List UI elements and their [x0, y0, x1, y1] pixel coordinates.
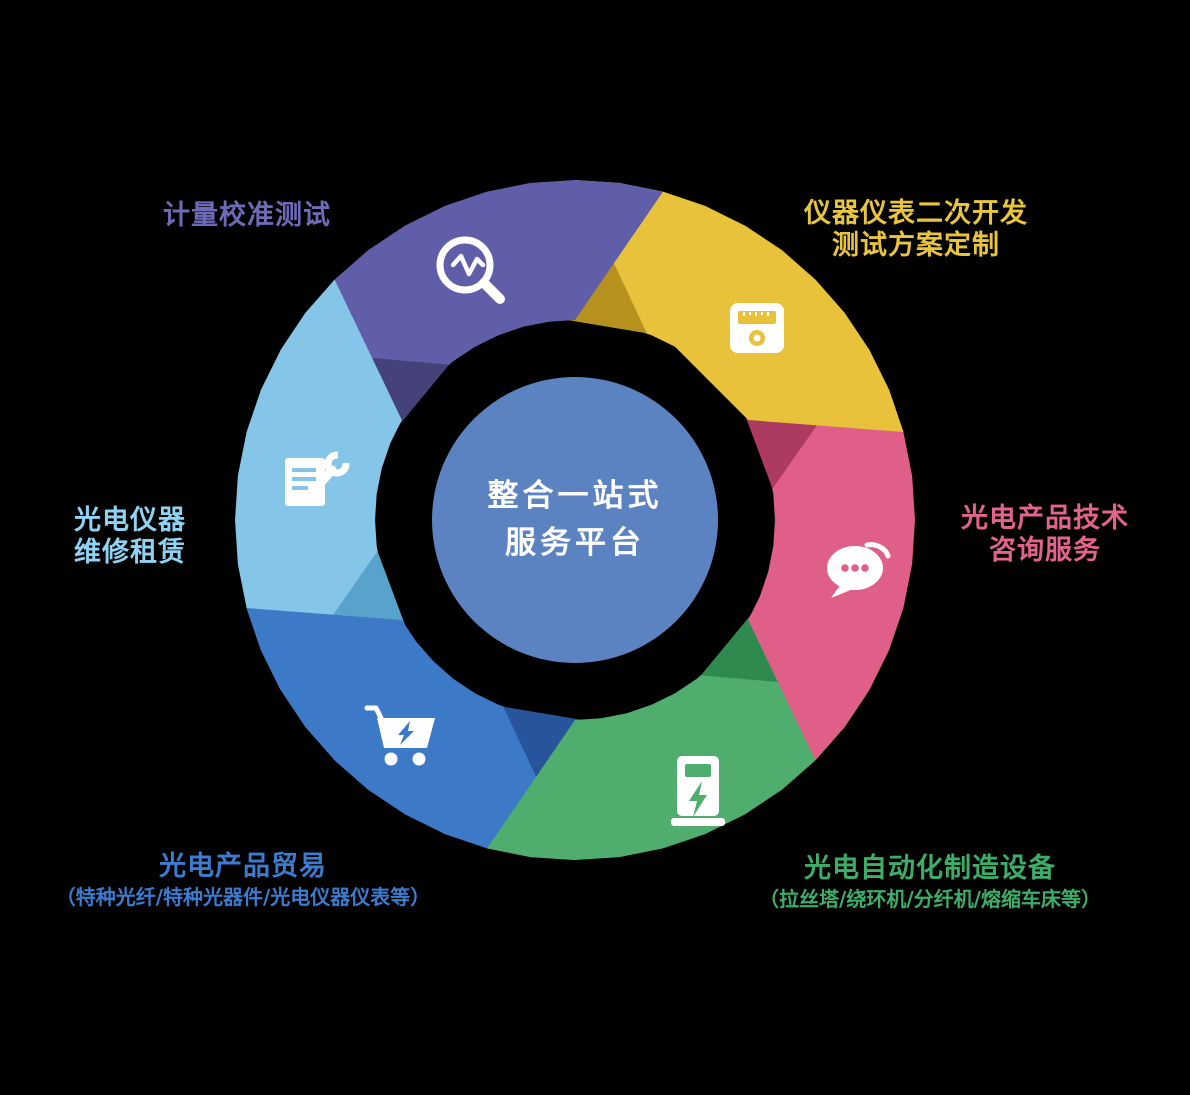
label-metrology-testing: 计量校准测试 [163, 200, 331, 231]
magnifier-pulse-icon [436, 236, 505, 304]
center-title-line2: 服务平台 [505, 525, 645, 561]
meter-icon [730, 303, 784, 353]
segment-purple [280, 180, 663, 379]
segment-icons [285, 236, 891, 826]
label-repair-rental: 光电仪器 维修租赁 [74, 505, 186, 568]
center-title-line1: 整合一站式 [487, 478, 663, 514]
center-circle [432, 377, 718, 663]
chat-icon [827, 542, 891, 598]
charger-icon [671, 756, 725, 826]
cart-icon [364, 705, 435, 766]
label-product-trade: 光电产品贸易 （特种光纤/特种光器件/光电仪器仪表等） [55, 851, 431, 909]
label-instrument-development: 仪器仪表二次开发 测试方案定制 [804, 198, 1028, 261]
document-wrench-icon [285, 449, 352, 506]
segment-yellow-tip [675, 225, 904, 432]
label-automation-equipment: 光电自动化制造设备 （拉丝塔/绕环机/分纤机/熔缩车床等） [759, 853, 1101, 911]
label-tech-consulting: 光电产品技术 咨询服务 [961, 503, 1129, 566]
center-title: 整合一站式 服务平台 [488, 473, 663, 567]
